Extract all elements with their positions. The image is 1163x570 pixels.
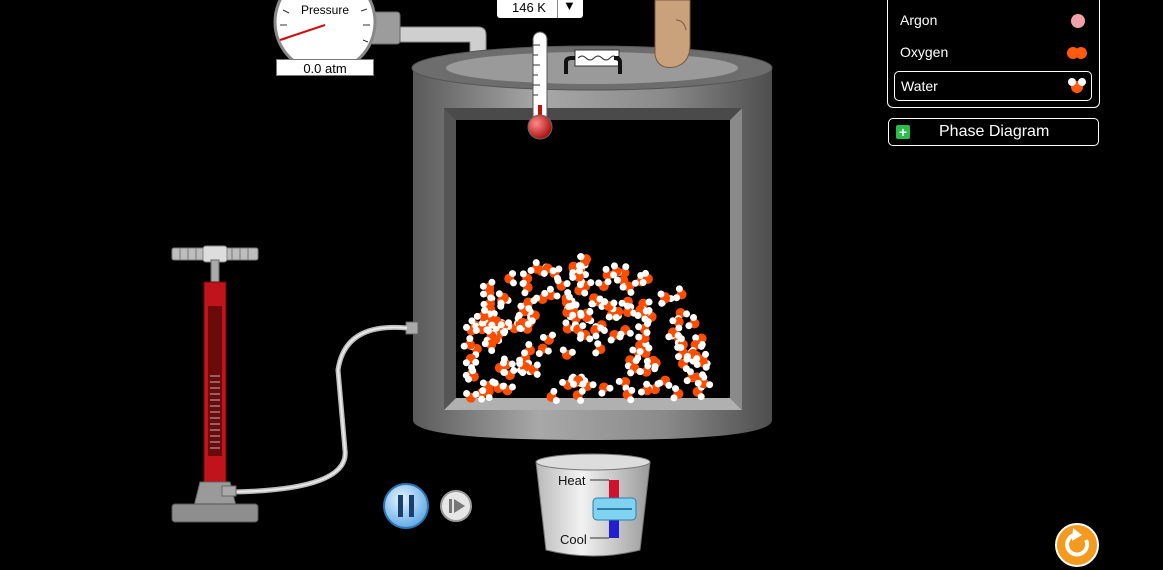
water-molecule bbox=[481, 339, 497, 355]
heat-label: Heat bbox=[558, 473, 586, 488]
water-molecule bbox=[535, 343, 552, 358]
water-molecule bbox=[619, 281, 635, 296]
water-molecule bbox=[622, 386, 636, 404]
water-molecule bbox=[523, 297, 538, 312]
water-molecule bbox=[657, 290, 671, 307]
pause-icon bbox=[398, 495, 403, 517]
water-molecule bbox=[635, 329, 651, 344]
water-molecule-icon bbox=[1068, 78, 1086, 93]
water-molecule bbox=[634, 304, 650, 319]
water-molecule bbox=[577, 308, 594, 323]
water-molecule bbox=[499, 382, 516, 396]
water-molecule bbox=[460, 335, 476, 350]
water-molecule bbox=[595, 278, 612, 292]
water-molecule bbox=[573, 322, 587, 339]
water-molecule bbox=[554, 277, 571, 291]
water-molecule bbox=[546, 387, 560, 404]
water-molecule bbox=[473, 306, 489, 322]
water-molecule bbox=[627, 363, 644, 377]
water-molecules bbox=[460, 253, 714, 405]
water-molecule bbox=[488, 316, 505, 329]
phase-diagram-button[interactable]: + Phase Diagram bbox=[888, 118, 1099, 146]
water-molecule bbox=[601, 298, 618, 312]
water-molecule bbox=[495, 290, 509, 307]
water-molecule bbox=[592, 340, 606, 357]
cool-label: Cool bbox=[560, 532, 587, 547]
pressure-gauge-label: Pressure bbox=[300, 3, 350, 17]
oxygen-molecule-icon bbox=[1067, 47, 1087, 59]
water-molecule bbox=[479, 386, 494, 402]
water-molecule bbox=[516, 317, 532, 332]
molecule-option-oxygen[interactable]: Oxygen bbox=[894, 38, 1090, 66]
water-molecule bbox=[598, 382, 614, 397]
water-molecule bbox=[643, 355, 659, 370]
water-molecule bbox=[539, 331, 557, 345]
water-molecule bbox=[463, 389, 480, 403]
water-molecule bbox=[602, 265, 618, 281]
molecule-option-argon[interactable]: Argon bbox=[894, 6, 1090, 34]
pump-hose bbox=[231, 324, 408, 495]
heater-slider-knob[interactable] bbox=[592, 497, 637, 521]
water-molecule bbox=[559, 346, 576, 360]
water-molecule bbox=[540, 263, 557, 277]
container bbox=[405, 45, 773, 440]
pressure-gauge bbox=[273, 0, 377, 74]
water-molecule bbox=[673, 285, 687, 302]
water-molecule bbox=[572, 387, 586, 405]
water-molecule bbox=[501, 366, 518, 381]
water-molecule bbox=[527, 259, 542, 274]
water-molecule bbox=[504, 270, 517, 287]
temperature-value: 146 K bbox=[512, 0, 546, 15]
water-molecule bbox=[639, 269, 653, 287]
water-molecule bbox=[637, 380, 653, 396]
water-molecule bbox=[693, 357, 710, 371]
pressure-readout: 0.0 atm bbox=[276, 59, 374, 76]
gauge-needle bbox=[279, 24, 326, 41]
water-molecule bbox=[685, 313, 700, 330]
step-button[interactable] bbox=[440, 490, 472, 522]
water-molecule bbox=[590, 324, 605, 340]
water-molecule bbox=[670, 385, 684, 402]
water-molecule bbox=[569, 375, 587, 388]
triangle-down-icon[interactable]: ▼ bbox=[563, 0, 576, 13]
molecule-option-water[interactable]: Water bbox=[894, 71, 1092, 101]
plus-icon[interactable]: + bbox=[896, 125, 910, 139]
water-molecule bbox=[521, 340, 536, 357]
argon-atom-icon bbox=[1071, 14, 1085, 28]
water-molecule bbox=[677, 355, 691, 373]
water-molecule bbox=[692, 383, 705, 401]
water-molecule bbox=[516, 360, 530, 377]
reset-button[interactable] bbox=[1055, 523, 1099, 567]
finger-icon[interactable] bbox=[654, 0, 691, 68]
water-molecule bbox=[465, 367, 479, 383]
water-molecule bbox=[609, 305, 624, 322]
temperature-readout[interactable]: 146 K ▼ bbox=[497, 0, 583, 18]
hose-connector bbox=[405, 321, 419, 335]
water-molecule bbox=[574, 281, 589, 297]
water-molecule bbox=[519, 280, 533, 297]
water-molecule bbox=[528, 361, 541, 378]
step-forward-icon bbox=[449, 499, 452, 513]
water-molecule bbox=[665, 327, 682, 341]
water-molecule bbox=[624, 355, 640, 370]
molecule-selector-panel: Argon Oxygen Water bbox=[887, 0, 1100, 108]
water-molecule bbox=[462, 353, 480, 367]
thermometer-icon bbox=[527, 31, 553, 140]
lid-handle-icon[interactable] bbox=[564, 49, 622, 74]
water-molecule bbox=[669, 317, 684, 332]
pause-button[interactable] bbox=[383, 483, 429, 529]
reset-icon bbox=[1065, 533, 1090, 557]
water-molecule bbox=[562, 303, 577, 319]
water-molecule bbox=[617, 324, 634, 338]
water-molecule bbox=[692, 371, 706, 387]
water-molecule bbox=[546, 285, 561, 301]
bicycle-pump[interactable] bbox=[171, 245, 259, 523]
water-molecule bbox=[569, 267, 584, 282]
